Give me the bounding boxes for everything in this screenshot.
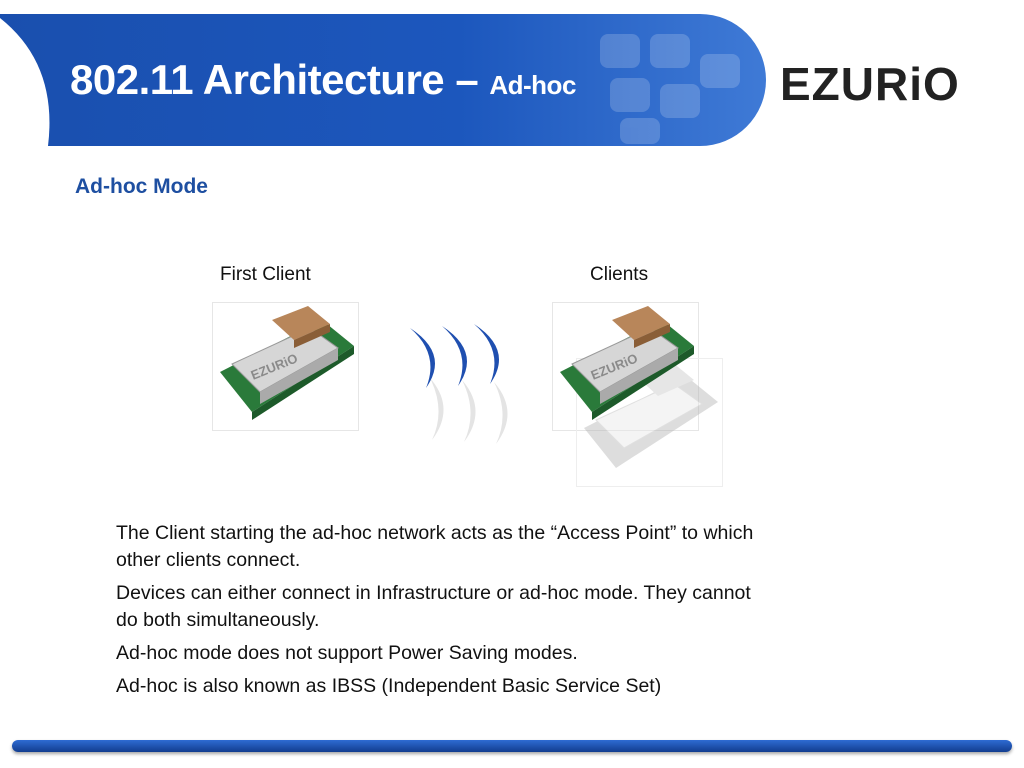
title-sub: Ad-hoc	[489, 70, 576, 100]
bullet-item: Ad-hoc mode does not support Power Savin…	[116, 642, 578, 664]
ezurio-logo: EZURiO	[780, 58, 960, 110]
section-heading: Ad-hoc Mode	[75, 175, 208, 198]
first-client-label: First Client	[220, 264, 311, 285]
bullet-list: The Client starting the ad-hoc network a…	[116, 520, 756, 706]
title-main: 802.11 Architecture –	[70, 56, 490, 103]
title-banner	[0, 14, 770, 146]
clients-modules-icon: EZURiO	[552, 302, 723, 487]
logo-text: EZURiO	[780, 58, 960, 110]
clients-label: Clients	[590, 264, 649, 285]
bullet-item: The Client starting the ad-hoc network a…	[116, 522, 754, 571]
bullet-item: Ad-hoc is also known as IBSS (Independen…	[116, 675, 662, 697]
first-client-module-icon: EZURiO	[212, 302, 359, 431]
wireless-signal-icon	[410, 324, 508, 444]
bullet-item: Devices can either connect in Infrastruc…	[116, 582, 751, 631]
slide-title: 802.11 Architecture – Ad-hoc	[70, 56, 576, 104]
footer-bar	[12, 740, 1012, 752]
